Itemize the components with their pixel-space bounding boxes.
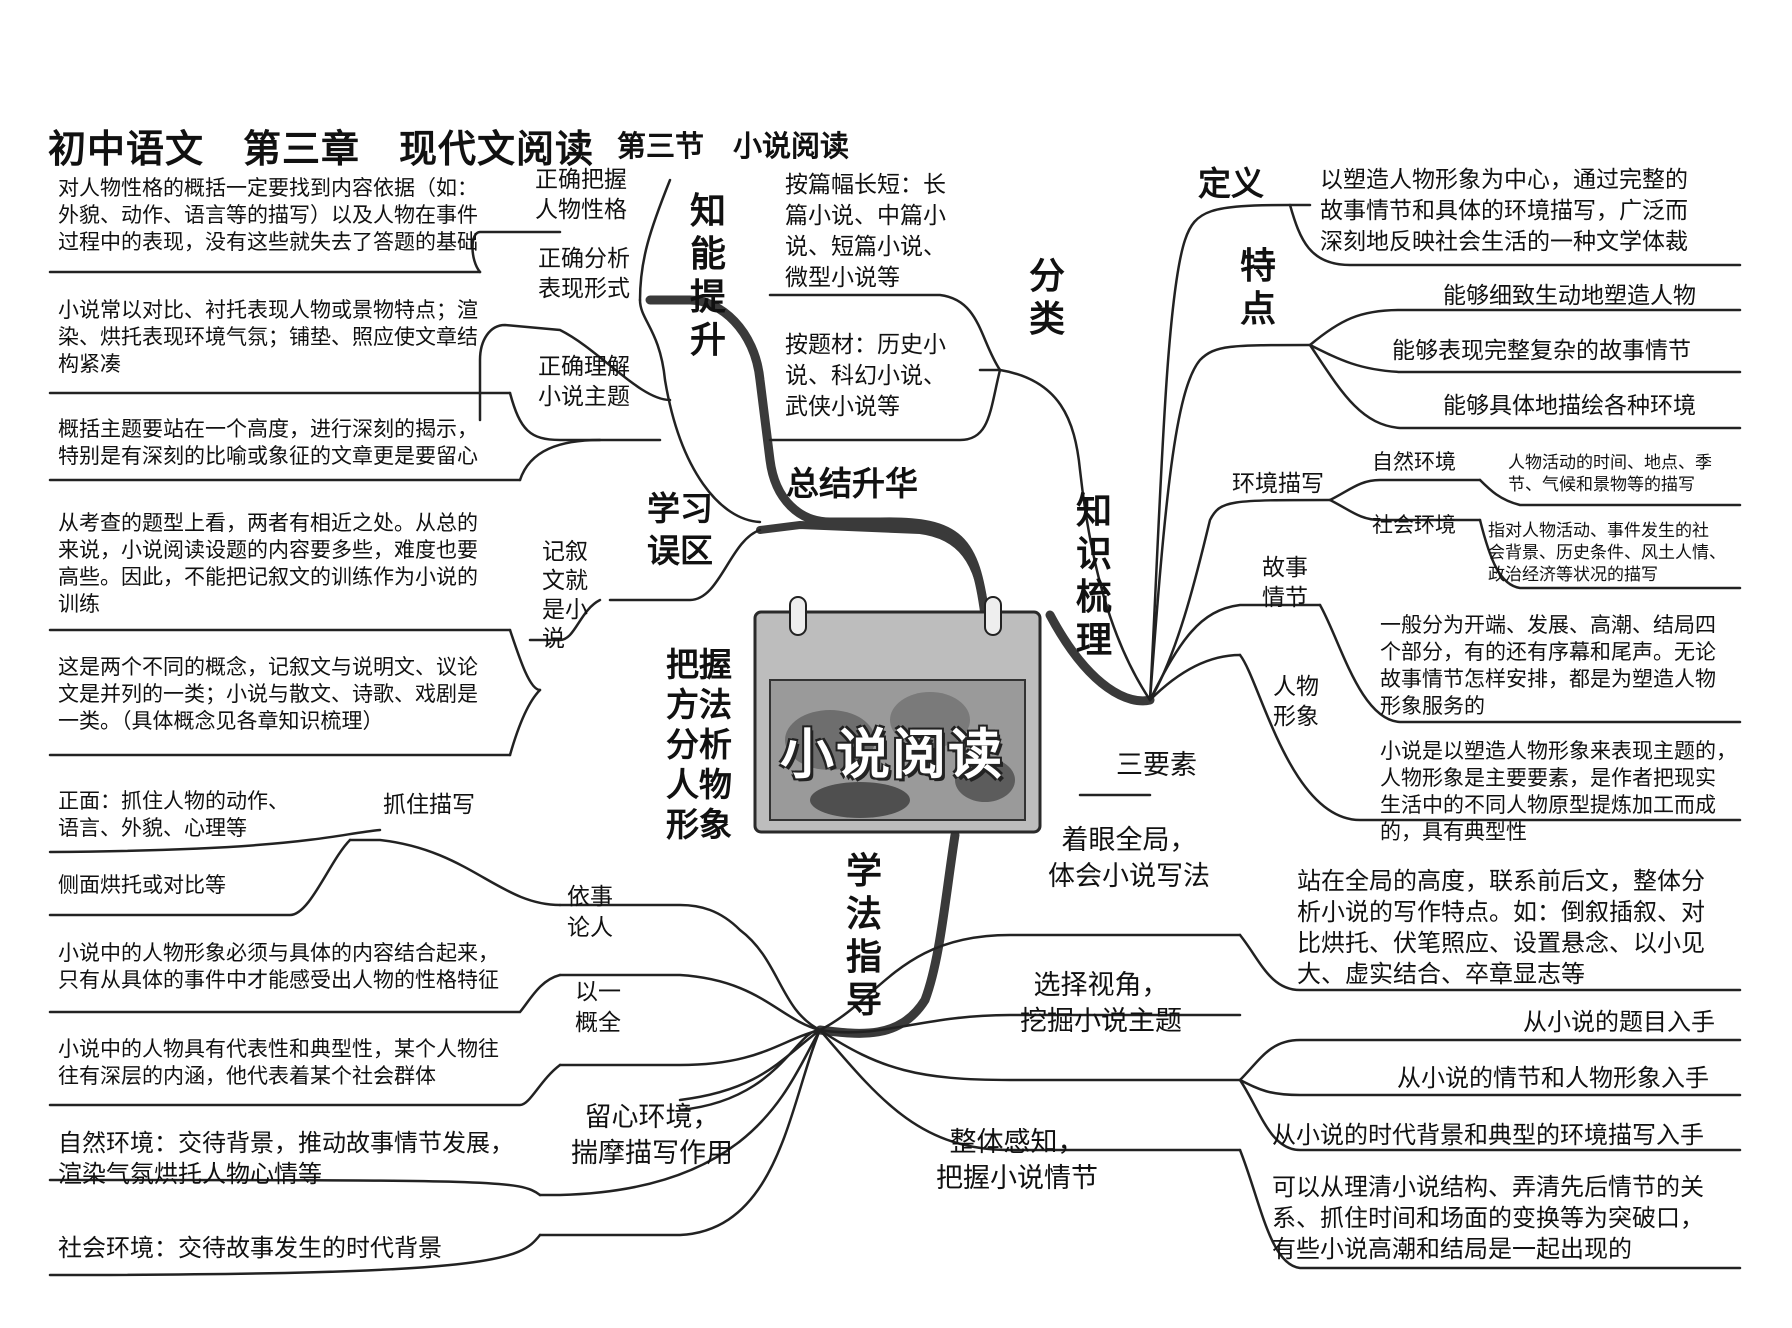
page-title: 初中语文 第三章 现代文阅读 (48, 127, 595, 171)
xuanze-item-3: 从小说的时代背景和典型的环境描写入手 (1272, 1121, 1704, 1149)
tedian-item-1: 能够细致生动地塑造人物 (1443, 283, 1696, 309)
center-topic: 小说阅读 (780, 722, 1004, 786)
zhuazhu-note-2: 侧面烘托或对比等 (58, 873, 226, 897)
xuexi-note-1: 从考查的题型上看，两者有相近之处。从总的 来说，小说阅读设题的内容要多些，难度也… (58, 511, 478, 616)
sanyaosu-label: 三要素 (1116, 750, 1197, 781)
zhineng-item-2-label: 正确分析 表现形式 (538, 246, 630, 302)
gushi-note: 一般分为开端、发展、高潮、结局四 个部分，有的还有序幕和尾声。无论 故事情节怎样… (1380, 613, 1716, 718)
renwu-note: 小说是以塑造人物形象来表现主题的， 人物形象是主要要素，是作者把现实 生活中的不… (1380, 739, 1737, 844)
zhuoyan-note: 站在全局的高度，联系前后文，整体分 析小说的写作特点。如：倒叙插叙、对 比烘托、… (1297, 867, 1705, 988)
zhineng-item-1-note: 对人物性格的概括一定要找到内容依据（如： 外貌、动作、语言等的描写）以及人物在事… (58, 176, 478, 254)
zhengti-note: 可以从理清小说结构、弄清先后情节的关 系、抓住时间和场面的变换等为突破口， 有些… (1272, 1173, 1704, 1263)
shehui-label: 社会环境 (1372, 513, 1456, 537)
xuexi-note-2: 这是两个不同的概念，记叙文与说明文、议论 文是并列的一类；小说与散文、诗歌、戏剧… (58, 655, 478, 733)
tedian-label: 特 点 (1239, 246, 1276, 330)
yiyi-note: 小说中的人物具有代表性和典型性，某个人物往 往有深层的内涵，他代表着某个社会群体 (58, 1037, 499, 1088)
zhuoyan-label: 着眼全局， 体会小说写法 (1048, 825, 1210, 892)
liuxin-note-2: 社会环境：交待故事发生的时代背景 (58, 1234, 442, 1262)
xuanze-item-1: 从小说的题目入手 (1523, 1008, 1715, 1036)
gushi-label: 故事 情节 (1262, 555, 1308, 611)
tedian-item-2: 能够表现完整复杂的故事情节 (1392, 338, 1691, 364)
liuxin-note-1: 自然环境：交待背景，推动故事情节发展， 渲染气氛烘托人物心情等 (58, 1129, 514, 1188)
liuxin-label: 留心环境， 揣摩描写作用 (571, 1102, 733, 1169)
branch-zongjie: 总结升华 (786, 464, 918, 503)
tedian-item-3: 能够具体地描绘各种环境 (1443, 393, 1696, 419)
zhuazhu-note-1: 正面：抓住人物的动作、 语言、外貌、心理等 (58, 789, 289, 840)
huanjing-label: 环境描写 (1232, 471, 1324, 497)
yishi-label: 依事 论人 (567, 884, 613, 941)
zhineng-item-3-note: 概括主题要站在一个高度，进行深刻的揭示， 特别是有深刻的比喻或象征的文章更是要留… (58, 417, 478, 468)
zhengti-label: 整体感知， 把握小说情节 (936, 1127, 1098, 1194)
renwu-label: 人物 形象 (1273, 674, 1319, 730)
fenlei-label: 分 类 (1028, 256, 1065, 340)
branch-zhineng: 知 能 提 升 (689, 191, 726, 361)
zhineng-item-1-label: 正确把握 人物性格 (535, 167, 627, 223)
page-subtitle: 第三节 小说阅读 (617, 129, 850, 163)
branch-bawo: 把握 方法 分析 人物 形象 (666, 645, 732, 844)
dingyi-label: 定义 (1198, 164, 1264, 203)
shehui-note: 指对人物活动、事件发生的社 会背景、历史条件、风土人情、 政治经济等状况的描写 (1488, 521, 1726, 585)
dingyi-text: 以塑造人物形象为中心，通过完整的 故事情节和具体的环境描写，广泛而 深刻地反映社… (1320, 167, 1688, 255)
xuexi-item-label: 记叙 文就 是小 说 (542, 539, 588, 652)
ziran-label: 自然环境 (1372, 450, 1456, 474)
zhuazhu-label: 抓住描写 (383, 792, 475, 818)
yiyi-label: 以一 概全 (575, 979, 621, 1036)
branch-xuefa: 学 法 指 导 (845, 851, 882, 1021)
zhineng-item-2-note: 小说常以对比、衬托表现人物或景物特点；渲 染、烘托表现环境气氛；铺垫、照应使文章… (58, 298, 478, 376)
fenlei-item-1: 按篇幅长短：长 篇小说、中篇小 说、短篇小说、 微型小说等 (785, 172, 946, 291)
center-book-illustration (753, 596, 1042, 834)
xuanze-label: 选择视角， 挖掘小说主题 (1020, 970, 1182, 1037)
zhineng-item-3-label: 正确理解 小说主题 (538, 354, 630, 410)
ziran-note: 人物活动的时间、地点、季 节、气候和景物等的描写 (1508, 453, 1712, 495)
xuanze-item-2: 从小说的情节和人物形象入手 (1397, 1064, 1709, 1092)
branch-zhishi: 知 识 梳 理 (1075, 491, 1112, 661)
fenlei-item-2: 按题材：历史小 说、科幻小说、 武侠小说等 (785, 332, 946, 420)
yishi-note: 小说中的人物形象必须与具体的内容结合起来， 只有从具体的事件中才能感受出人物的性… (58, 941, 499, 992)
branch-xuexi: 学习 误区 (647, 489, 713, 570)
